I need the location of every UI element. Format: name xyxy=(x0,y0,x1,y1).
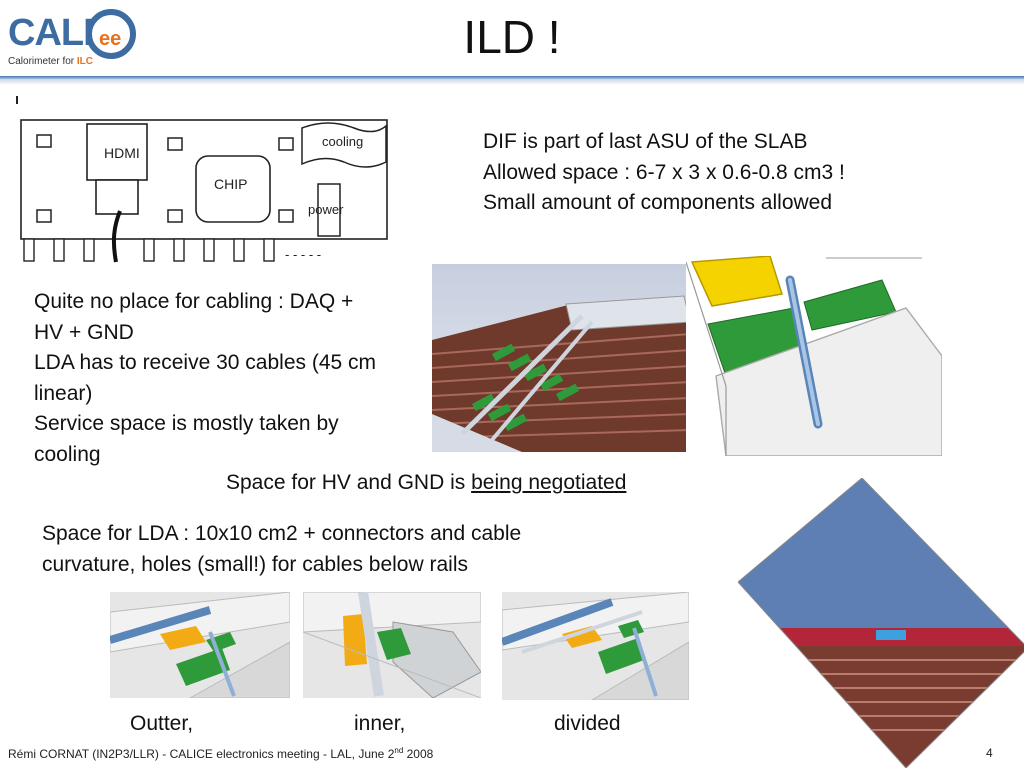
cooling-label: cooling xyxy=(322,134,363,149)
cooling-flag xyxy=(301,122,387,168)
text-line: Quite no place for cabling : DAQ + xyxy=(34,290,354,313)
page-number: 4 xyxy=(986,746,993,760)
power-label: power xyxy=(308,202,344,217)
component-square xyxy=(278,137,294,151)
outer-render xyxy=(110,592,290,698)
negotiated-underline: being negotiated xyxy=(471,471,627,494)
slide-title: ILD ! xyxy=(463,11,561,63)
component-square xyxy=(36,134,52,148)
text-line: DIF is part of last ASU of the SLAB xyxy=(483,130,808,153)
slab-stack-graphic xyxy=(432,264,690,452)
dif-board-sketch: HDMI CHIP cooling power - - - - - xyxy=(20,119,388,263)
text-line: LDA has to receive 30 cables (45 cm xyxy=(34,351,377,374)
component-square xyxy=(278,209,294,223)
logo-ring xyxy=(86,9,136,59)
text-line: Service space is mostly taken by xyxy=(34,412,339,435)
rotated-detector-render xyxy=(738,478,1024,768)
inner-render xyxy=(303,592,481,698)
caption-outer: Outter, xyxy=(130,712,194,735)
dif-closeup-graphic xyxy=(686,256,942,456)
chip-label: CHIP xyxy=(214,176,247,192)
text-line: linear) xyxy=(34,381,93,405)
footer: Rémi CORNAT (IN2P3/LLR) - CALICE electro… xyxy=(8,746,434,761)
hv-gnd-note: Space for HV and GND is being negotiated xyxy=(226,471,627,494)
component-square xyxy=(36,209,52,223)
hdmi-label: HDMI xyxy=(104,145,140,161)
logo-accent: ee xyxy=(99,28,122,50)
connector-pins xyxy=(23,238,275,262)
dif-description: DIF is part of last ASU of the SLAB Allo… xyxy=(483,127,845,219)
tick-mark xyxy=(16,96,18,104)
slab-stack-render xyxy=(432,264,690,452)
text-line: cooling xyxy=(34,442,101,466)
text-line: Space for LDA : 10x10 cm2 + connectors a… xyxy=(42,522,522,545)
outer-graphic xyxy=(110,592,290,698)
component-square xyxy=(167,137,183,151)
inner-graphic xyxy=(303,592,481,698)
logo-text: CALI xyxy=(8,12,94,54)
hdmi-body xyxy=(95,179,139,215)
text-line: Small amount of components allowed xyxy=(483,191,833,214)
caption-divided: divided xyxy=(554,712,621,735)
divided-render xyxy=(502,592,689,700)
rotated-detector-graphic xyxy=(738,478,1024,768)
power-block xyxy=(317,183,341,237)
cable xyxy=(111,210,122,263)
component-square xyxy=(167,209,183,223)
calice-logo: CALI ee Calorimeter for ILC xyxy=(4,6,136,68)
cabling-description: Quite no place for cabling : DAQ + HV + … xyxy=(34,287,376,470)
hdmi-connector xyxy=(86,123,148,181)
divided-graphic xyxy=(502,592,689,700)
text-line: curvature, holes (small!) for cables bel… xyxy=(42,552,468,576)
text-line: HV + GND xyxy=(34,320,134,344)
caption-inner: inner, xyxy=(354,712,406,735)
dif-closeup-render xyxy=(686,256,942,456)
header-divider xyxy=(0,76,1024,79)
header-divider-shadow xyxy=(0,79,1024,85)
chip xyxy=(195,155,271,223)
dashes-label: - - - - - xyxy=(285,247,321,262)
text-line: Allowed space : 6-7 x 3 x 0.6-0.8 cm3 ! xyxy=(483,160,845,184)
logo-subtitle: Calorimeter for ILC xyxy=(8,56,94,67)
lda-space-description: Space for LDA : 10x10 cm2 + connectors a… xyxy=(42,519,521,580)
